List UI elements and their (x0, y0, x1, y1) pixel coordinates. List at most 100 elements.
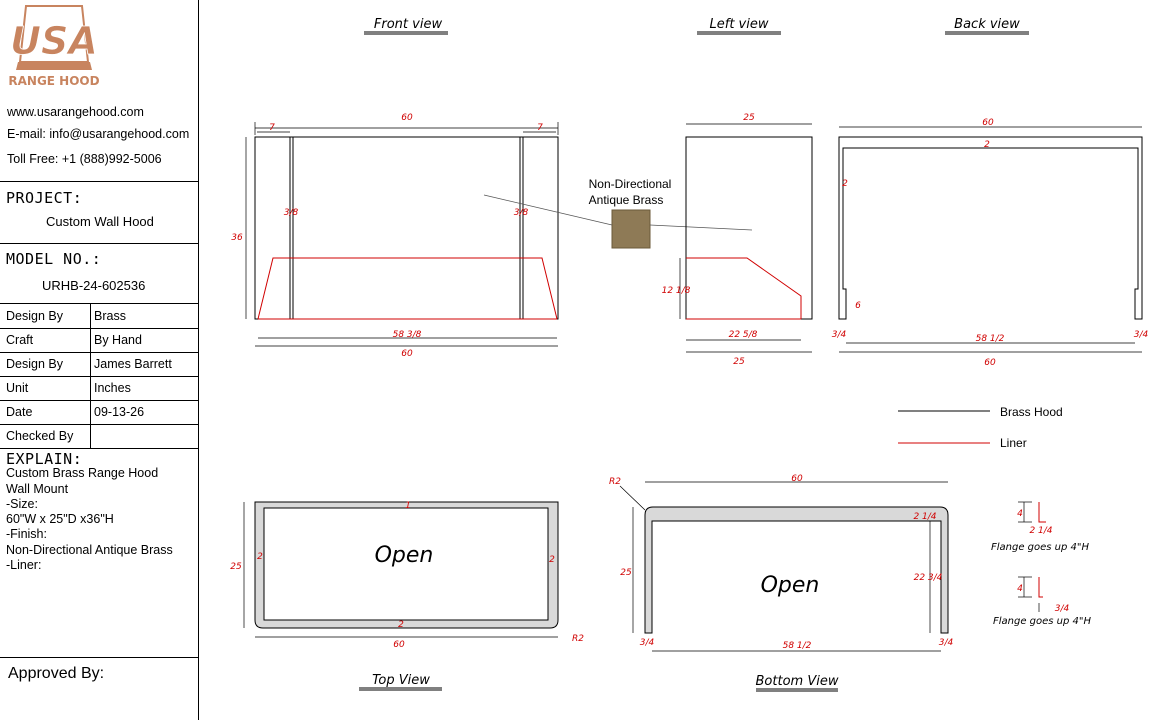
explain-line: -Size: (6, 497, 38, 511)
dim-label: 58 3/8 (393, 330, 422, 340)
explain-title: EXPLAIN: (6, 450, 83, 468)
project-value: Custom Wall Hood (46, 214, 154, 229)
explain-line: -Finish: (6, 527, 47, 541)
top-open-label: Open (375, 543, 434, 568)
view-title-top: Top View (359, 673, 442, 691)
spec-key: Checked By (6, 429, 74, 443)
flange-note-2: Flange goes up 4"H (993, 616, 1092, 627)
explain-line: Non-Directional Antique Brass (6, 543, 173, 557)
dim-label: 3/8 (514, 208, 529, 218)
dim-label: 12 1/8 (662, 286, 691, 296)
dim-label: 58 1/2 (783, 641, 812, 651)
dim-label: 60 (393, 640, 405, 650)
spec-row-checked: Checked By (0, 424, 198, 449)
spec-value: Brass (94, 309, 126, 323)
dim-label: 7 (537, 123, 543, 133)
finish-swatch (611, 209, 651, 249)
title-block: USA RANGE HOOD www.usarangehood.com E-ma… (0, 0, 199, 720)
usa-range-hood-logo: USA RANGE HOOD (8, 5, 100, 88)
spec-key: Unit (6, 381, 29, 395)
project-title: PROJECT: (6, 189, 83, 207)
back-view-title: Back view (954, 17, 1020, 32)
dim-label: 36 (231, 233, 243, 243)
flange-detail-1: 4 2 1/4 Flange goes up 4"H (991, 501, 1090, 553)
dim-label: 3/4 (939, 638, 954, 648)
dim-label: 60 (401, 349, 413, 359)
model-value: URHB-24-602536 (42, 278, 146, 293)
website-text: www.usarangehood.com (7, 105, 144, 119)
spec-value: James Barrett (94, 357, 172, 371)
phone-text: Toll Free: +1 (888)992-5006 (7, 152, 162, 166)
finish-label-line1: Non-Directional (589, 177, 672, 191)
dim-label: 3/8 (284, 208, 299, 218)
explain-line: Wall Mount (6, 482, 69, 496)
logo-subtitle: RANGE HOOD (8, 74, 99, 88)
dim-label: 2 (257, 552, 263, 562)
flange-detail-2: 4 3/4 Flange goes up 4"H (993, 576, 1092, 627)
explain-line: Custom Brass Range Hood (6, 466, 159, 480)
bottom-view-title: Bottom View (756, 674, 839, 689)
view-title-bottom: Bottom View (756, 674, 839, 692)
spec-row-unit: Unit Inches (0, 376, 198, 401)
divider (0, 657, 198, 658)
dim-label: 60 (401, 113, 413, 123)
dim-label: 2 (549, 555, 555, 565)
dim-label: 25 (230, 562, 242, 572)
spec-row-date: Date 09-13-26 (0, 400, 198, 425)
top-view-title: Top View (372, 673, 430, 688)
dim-label: 22 3/4 (914, 573, 943, 583)
flange-note-1: Flange goes up 4"H (991, 542, 1090, 553)
dim-label: 3/4 (1055, 604, 1070, 614)
dim-label: 2 (398, 620, 404, 630)
bottom-open-label: Open (761, 573, 820, 598)
front-view: 60 7 7 36 3/8 3/8 58 3/8 60 (231, 113, 559, 359)
dim-label: 22 5/8 (729, 330, 758, 340)
approved-by: Approved By: (8, 665, 105, 682)
email-text: E-mail: info@usarangehood.com (7, 127, 190, 141)
legend-liner-label: Liner (1000, 436, 1027, 450)
dim-label: 3/4 (640, 638, 655, 648)
dim-label: 2 (984, 140, 990, 150)
dim-label: 25 (733, 357, 745, 367)
dim-label: 6 (855, 301, 861, 311)
divider (0, 303, 198, 304)
dim-label: 7 (269, 123, 275, 133)
explain-line: 60"W x 25"D x36"H (6, 512, 114, 526)
dim-label: 3/4 (832, 330, 847, 340)
dim-label: 60 (984, 358, 996, 368)
top-view: Open 1 2 2 2 R2 25 60 (230, 501, 584, 650)
dim-label: 60 (791, 474, 803, 484)
dim-label: 25 (743, 113, 755, 123)
model-title: MODEL NO.: (6, 250, 102, 268)
bottom-view: Open 60 R2 25 2 1/4 22 3/4 3/4 3/4 58 1/… (609, 474, 954, 652)
back-view: 60 2 2 6 3/4 3/4 58 1/2 60 (832, 118, 1149, 368)
technical-drawing: Front view Left view Back view Top View … (230, 17, 1149, 692)
dim-label: 2 (842, 179, 848, 189)
spec-row-design: Design By Brass (0, 304, 198, 329)
legend: Brass Hood Liner (898, 405, 1063, 450)
dim-label: 4 (1017, 509, 1023, 519)
spec-value: 09-13-26 (94, 405, 145, 419)
left-view: 25 12 1/8 22 5/8 25 (662, 113, 813, 367)
view-title-back: Back view (945, 17, 1029, 35)
divider (0, 181, 198, 182)
dim-label: R2 (572, 634, 584, 644)
left-view-title: Left view (710, 17, 769, 32)
dim-label: 2 1/4 (1029, 526, 1052, 536)
spec-key: Date (6, 405, 33, 419)
legend-brass-label: Brass Hood (1000, 405, 1063, 419)
dim-label: R2 (609, 477, 621, 487)
dim-label: 3/4 (1134, 330, 1149, 340)
spec-key: Design By (6, 309, 63, 323)
spec-key: Design By (6, 357, 63, 371)
dim-label: 58 1/2 (976, 334, 1005, 344)
dim-label: 2 1/4 (913, 512, 936, 522)
dim-label: 25 (620, 568, 632, 578)
finish-label-line2: Antique Brass (589, 193, 664, 207)
dim-label: 60 (982, 118, 994, 128)
explain-line: -Liner: (6, 558, 42, 572)
front-liner (257, 257, 558, 320)
divider (0, 243, 198, 244)
left-liner (686, 257, 802, 319)
spec-row-designer: Design By James Barrett (0, 352, 198, 377)
